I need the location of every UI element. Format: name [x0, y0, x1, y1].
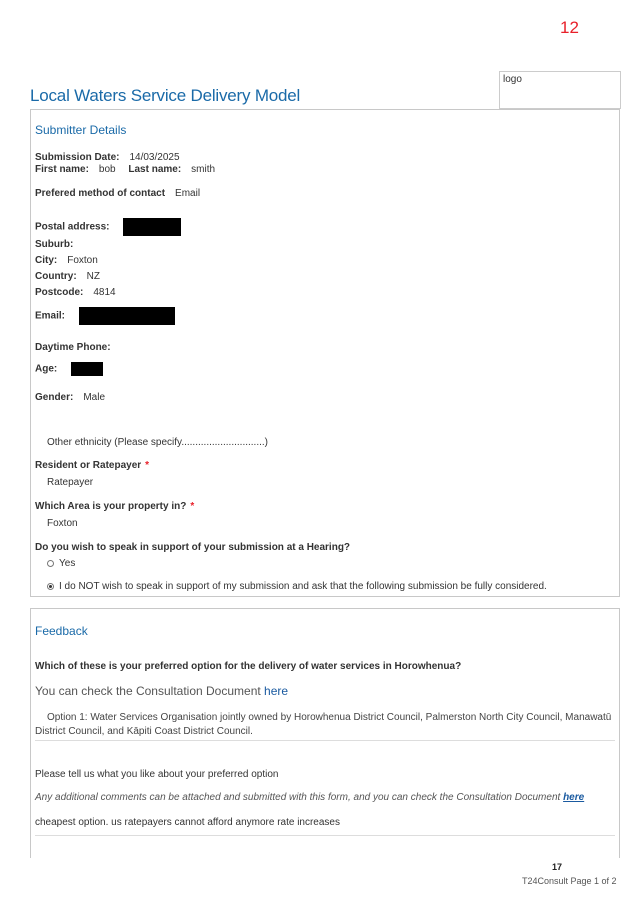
consultation-document-line: You can check the Consultation Document …: [35, 684, 288, 698]
like-answer: cheapest option. us ratepayers cannot af…: [35, 817, 340, 828]
hearing-option-yes[interactable]: Yes: [47, 558, 75, 569]
preferred-option-answer: Option 1: Water Services Organisation jo…: [35, 712, 612, 737]
consultation-document-link[interactable]: here: [264, 684, 289, 698]
resident-ratepayer-label: Resident or Ratepayer: [35, 460, 142, 471]
page-number: 12: [560, 18, 579, 37]
gender-label: Gender:: [35, 392, 74, 403]
first-name-label: First name:: [35, 164, 89, 175]
email-row: Email:: [35, 307, 176, 325]
submitter-details-heading: Submitter Details: [35, 123, 127, 137]
contact-method-row: Prefered method of contact Email: [35, 188, 200, 199]
daytime-phone-row: Daytime Phone:: [35, 342, 111, 353]
footer-page-info: T24Consult Page 1 of 2: [522, 876, 617, 886]
name-row: First name: bob Last name: smith: [35, 164, 215, 175]
submission-date-row: Submission Date: 14/03/2025: [35, 152, 180, 163]
postal-address-label: Postal address:: [35, 221, 110, 233]
country-value: NZ: [86, 271, 101, 282]
first-name-value: bob: [98, 164, 116, 175]
divider: [35, 740, 615, 741]
consultation-document-text: You can check the Consultation Document: [35, 684, 265, 698]
hearing-question-label: Do you wish to speak in support of your …: [35, 542, 351, 553]
resident-ratepayer-value: Ratepayer: [47, 477, 94, 488]
redacted-postal-address: [123, 218, 182, 236]
country-row: Country: NZ: [35, 271, 100, 282]
email-label: Email:: [35, 310, 66, 322]
property-area-value: Foxton: [47, 518, 78, 529]
feedback-section: Feedback Which of these is your preferre…: [30, 608, 620, 858]
gender-row: Gender: Male: [35, 392, 105, 403]
daytime-phone-label: Daytime Phone:: [35, 342, 111, 353]
age-label: Age:: [35, 363, 58, 375]
redacted-email: [79, 307, 176, 325]
gender-value: Male: [83, 392, 106, 403]
last-name-value: smith: [191, 164, 216, 175]
age-row: Age:: [35, 362, 104, 376]
required-asterisk: *: [190, 501, 195, 512]
logo-text: logo: [503, 74, 522, 85]
city-value: Foxton: [67, 255, 98, 266]
additional-comments-link[interactable]: here: [563, 792, 585, 803]
submission-date-label: Submission Date:: [35, 152, 120, 163]
submitter-details-section: Submitter Details Submission Date: 14/03/…: [30, 109, 620, 597]
resident-ratepayer-row: Resident or Ratepayer*: [35, 460, 149, 471]
hearing-option-no[interactable]: I do NOT wish to speak in support of my …: [47, 581, 547, 592]
hearing-option-no-label: I do NOT wish to speak in support of my …: [59, 581, 547, 592]
hearing-option-yes-label: Yes: [59, 558, 76, 569]
document-title: Local Waters Service Delivery Model: [30, 86, 301, 105]
logo-placeholder: logo: [499, 71, 621, 109]
required-asterisk: *: [145, 460, 150, 471]
preferred-option-question: Which of these is your preferred option …: [35, 661, 461, 672]
feedback-heading: Feedback: [35, 624, 88, 638]
postal-address-row: Postal address:: [35, 218, 182, 236]
property-area-label: Which Area is your property in?: [35, 501, 187, 512]
like-question: Please tell us what you like about your …: [35, 769, 279, 780]
last-name-label: Last name:: [128, 164, 182, 175]
preferred-option-question-label: Which of these is your preferred option …: [35, 661, 462, 672]
additional-comments-text: Any additional comments can be attached …: [35, 792, 564, 803]
city-row: City: Foxton: [35, 255, 98, 266]
postcode-label: Postcode:: [35, 287, 84, 298]
radio-checked-icon[interactable]: [47, 582, 54, 590]
other-ethnicity-text: Other ethnicity (Please specify.........…: [47, 437, 268, 448]
divider: [35, 835, 615, 836]
postcode-row: Postcode: 4814: [35, 287, 116, 298]
redacted-age: [71, 362, 104, 376]
submission-date-value: 14/03/2025: [129, 152, 180, 163]
property-area-row: Which Area is your property in?*: [35, 501, 194, 512]
suburb-row: Suburb:: [35, 239, 73, 250]
contact-method-label: Prefered method of contact: [35, 188, 166, 199]
additional-comments-line: Any additional comments can be attached …: [35, 792, 584, 803]
radio-unchecked-icon[interactable]: [47, 559, 54, 567]
postcode-value: 4814: [93, 287, 116, 298]
country-label: Country:: [35, 271, 77, 282]
city-label: City:: [35, 255, 58, 266]
contact-method-value: Email: [175, 188, 201, 199]
footer-page-number: 17: [552, 862, 563, 872]
hearing-question: Do you wish to speak in support of your …: [35, 542, 350, 553]
suburb-label: Suburb:: [35, 239, 74, 250]
